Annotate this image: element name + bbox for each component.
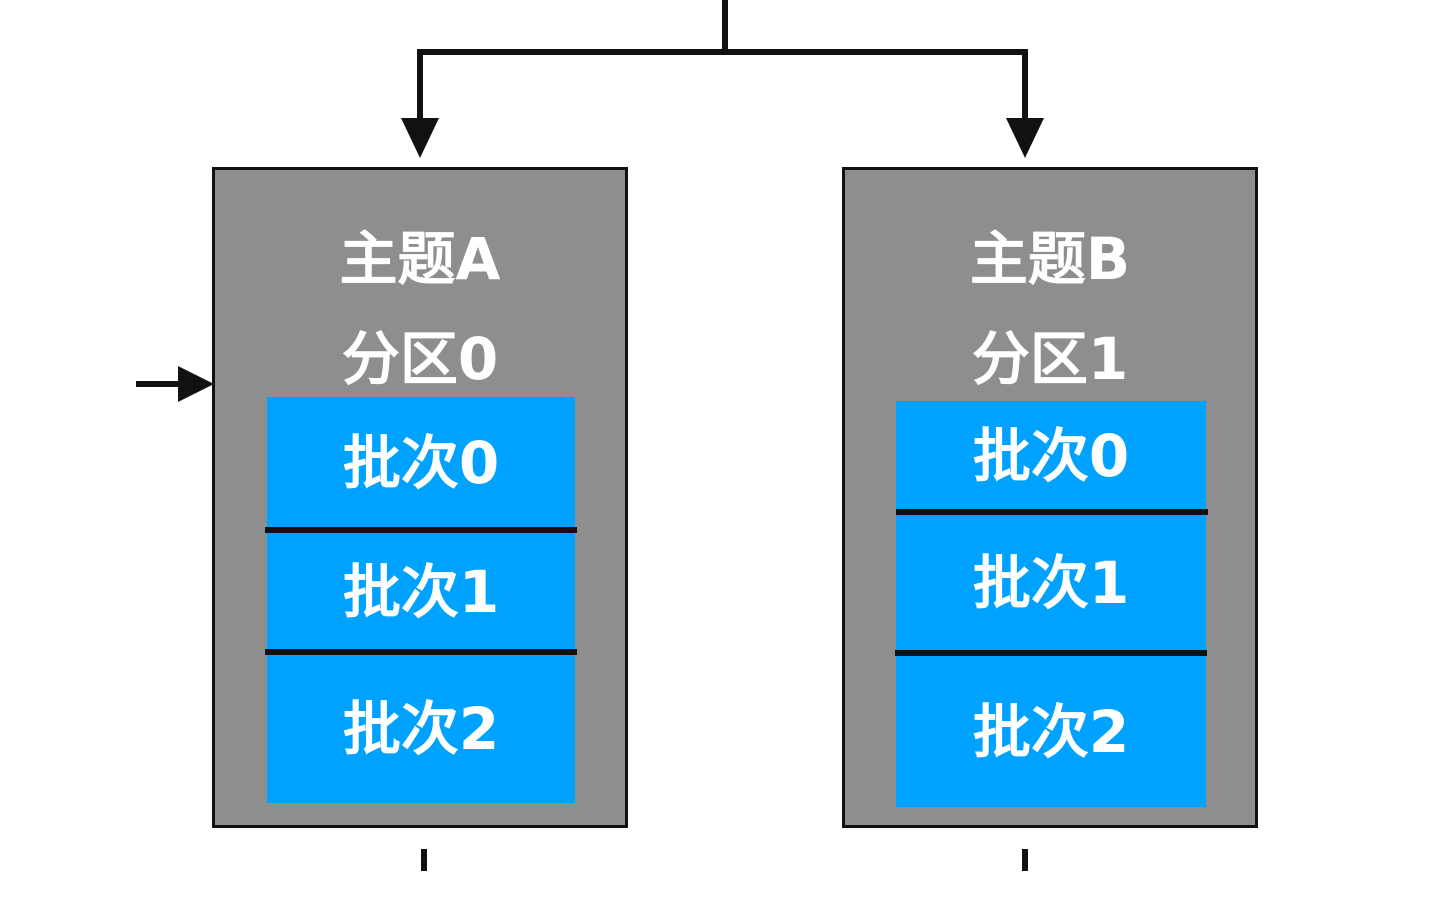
topic-a-divider-2 bbox=[265, 649, 577, 655]
topic-a-container: 主题A 分区0 批次0 批次1 批次2 bbox=[212, 167, 628, 828]
topic-a-partition-label: 分区0 bbox=[341, 325, 499, 393]
topic-a-batch-0: 批次0 bbox=[267, 397, 575, 528]
topic-a-title: 主题A bbox=[339, 225, 501, 293]
topic-b-batch-0: 批次0 bbox=[896, 401, 1206, 510]
topic-b-title: 主题B bbox=[969, 225, 1131, 293]
topic-b-container: 主题B 分区1 批次0 批次1 批次2 bbox=[842, 167, 1258, 828]
topic-b-batch-1: 批次1 bbox=[896, 515, 1206, 651]
arrowhead-down-right bbox=[1006, 118, 1044, 158]
topic-a-batch-2: 批次2 bbox=[267, 655, 575, 803]
top-split-line-right bbox=[725, 49, 1028, 133]
topic-b-divider-2 bbox=[895, 650, 1207, 656]
topic-b-partition-label: 分区1 bbox=[971, 325, 1129, 393]
topic-b-divider-1 bbox=[896, 509, 1208, 515]
topic-a-divider-1 bbox=[265, 527, 577, 533]
incoming-arrowhead bbox=[178, 366, 214, 402]
topic-a-batch-1: 批次1 bbox=[267, 533, 575, 651]
top-split-line-left bbox=[417, 0, 728, 133]
topic-b-batch-2: 批次2 bbox=[896, 656, 1206, 807]
arrowhead-down-left bbox=[401, 118, 439, 158]
